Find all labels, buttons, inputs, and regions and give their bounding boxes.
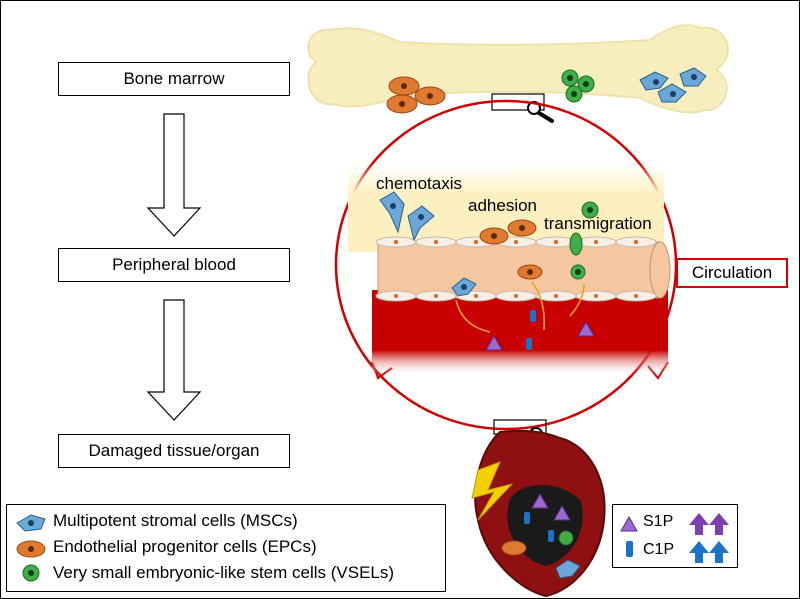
circulation-box: Circulation [676,258,788,288]
purple-up-arrow-icon [689,513,729,535]
legend-msc-label: Multipotent stromal cells (MSCs) [53,511,298,530]
legend-epc-label: Endothelial progenitor cells (EPCs) [53,537,317,556]
legend-c1p-label: C1P [643,541,675,558]
orange-progenitor-cell-icon [16,540,46,558]
blue-stromal-cell-icon [16,514,46,532]
peripheral-blood-box: Peripheral blood [58,248,290,282]
legend-vsel-label: Very small embryonic-like stem cells (VS… [53,563,395,582]
green-stem-cell-icon [22,564,40,582]
heart-illustration [471,419,606,598]
peripheral-blood-label: Peripheral blood [112,255,236,274]
bone-illustration [307,24,729,123]
damaged-tissue-label: Damaged tissue/organ [88,441,260,460]
blue-cylinder-icon [626,541,633,557]
adhesion-label: adhesion [468,196,538,215]
down-arrow-2 [146,299,202,421]
purple-triangle-icon [620,515,638,532]
blood-vessel-illustration [348,162,671,376]
chemotaxis-label: chemotaxis [376,174,462,193]
cell-legend: Multipotent stromal cells (MSCs) Endothe… [6,504,446,592]
transmigration-label: transmigration [544,214,652,233]
damaged-tissue-box: Damaged tissue/organ [58,434,290,468]
factor-legend: S1P C1P [612,504,738,568]
bone-marrow-label: Bone marrow [123,69,225,88]
down-arrow-1 [146,113,202,237]
blue-up-arrow-icon [689,541,729,563]
legend-s1p-label: S1P [643,513,674,530]
circulation-label: Circulation [691,263,773,282]
bone-marrow-box: Bone marrow [58,62,290,96]
